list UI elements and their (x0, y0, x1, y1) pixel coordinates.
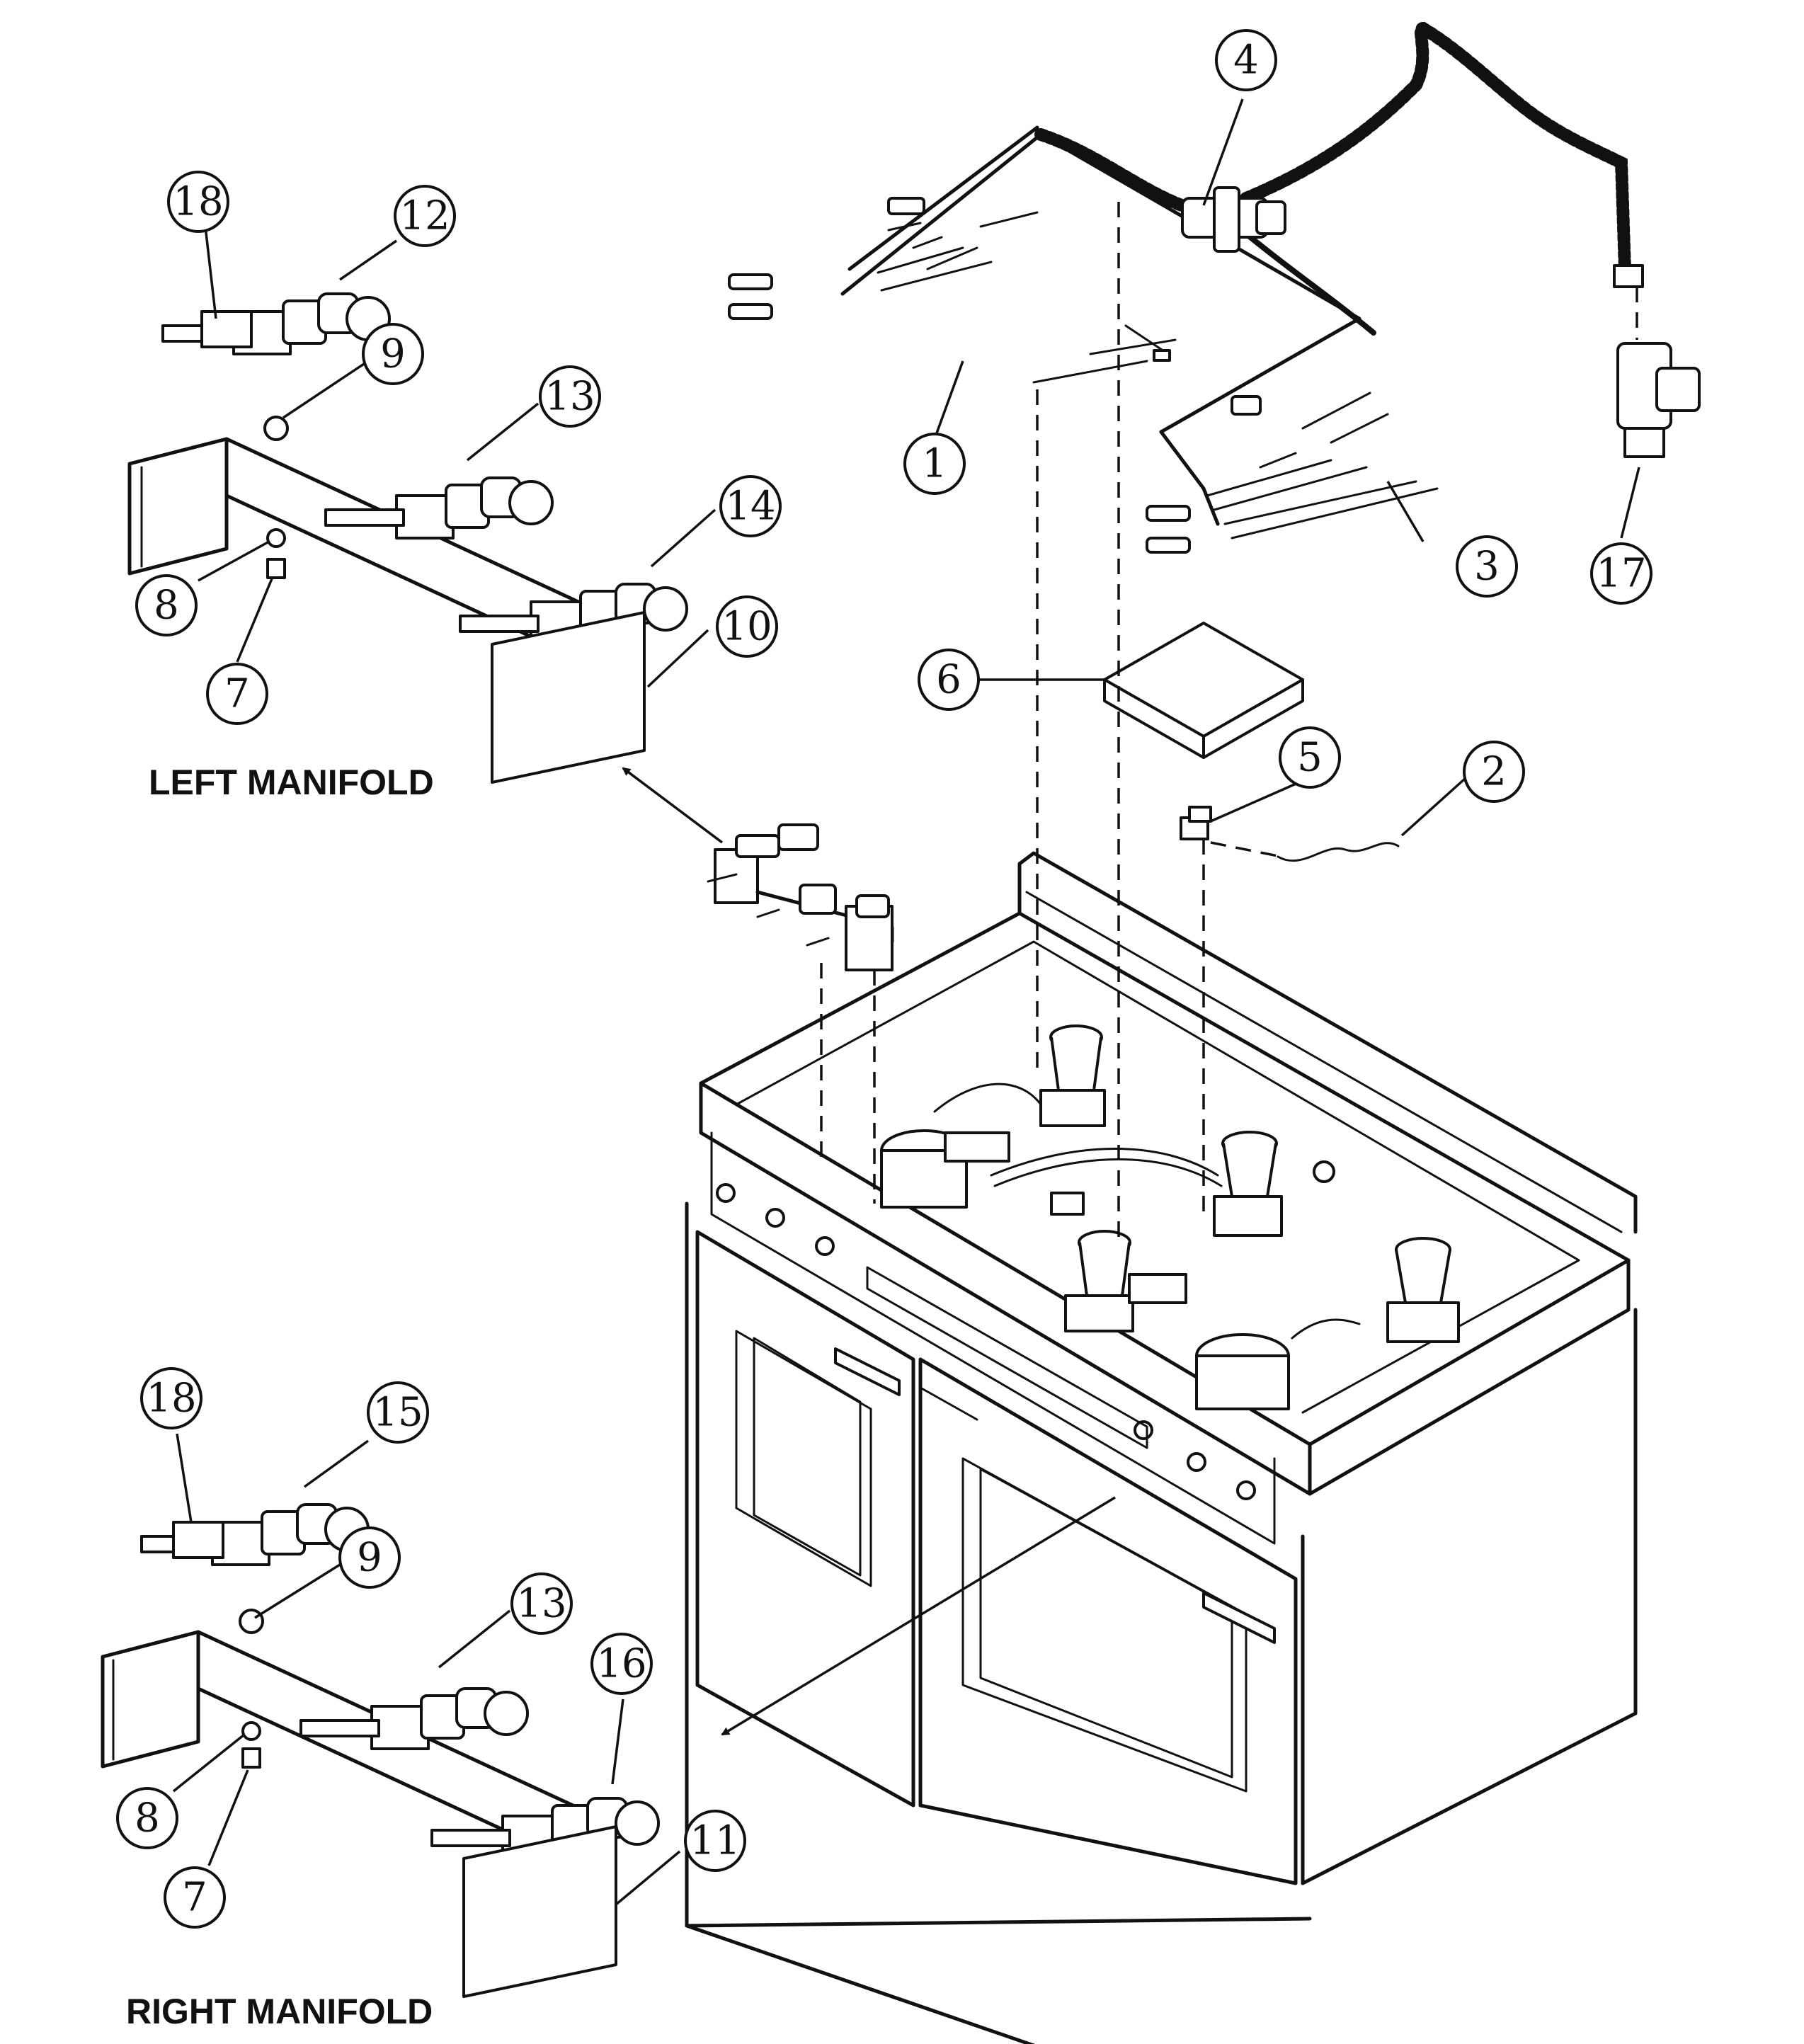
left-callout-14: 14 (719, 475, 782, 537)
right-callout-15: 15 (367, 1381, 429, 1444)
svg-text:7: 7 (182, 1875, 207, 1921)
callout-17: 17 (1590, 542, 1652, 605)
range-body (685, 851, 1638, 2044)
wire-harness (728, 125, 1439, 554)
callout-2: 2 (1463, 741, 1525, 803)
svg-text:10: 10 (721, 604, 772, 650)
left-callout-18: 18 (167, 171, 229, 233)
svg-text:1: 1 (922, 441, 947, 487)
svg-text:18: 18 (173, 179, 223, 225)
left-callout-12: 12 (394, 185, 456, 247)
left-callout-7: 7 (206, 663, 268, 725)
svg-text:13: 13 (516, 1581, 566, 1627)
alignment-lines (820, 202, 1638, 1243)
svg-text:8: 8 (135, 1795, 160, 1842)
insulation-pad (1103, 622, 1304, 759)
left-callout-13: 13 (539, 365, 601, 428)
svg-text:16: 16 (596, 1641, 646, 1687)
left-callout-8: 8 (135, 574, 198, 636)
svg-text:6: 6 (936, 657, 961, 703)
gas-hose (1034, 21, 1701, 458)
svg-text:2: 2 (1481, 749, 1507, 795)
right-manifold-label: RIGHT MANIFOLD (126, 1992, 433, 2031)
switch-and-wire (1180, 806, 1400, 862)
left-manifold-assembly (127, 292, 688, 784)
burners (880, 1024, 1460, 1410)
right-callout-11: 11 (684, 1810, 746, 1872)
control-knobs (716, 1183, 1256, 1500)
svg-text:12: 12 (399, 193, 450, 239)
right-callout-13: 13 (510, 1572, 573, 1635)
right-callout-8: 8 (116, 1787, 178, 1849)
svg-text:4: 4 (1233, 38, 1259, 84)
right-callout-9: 9 (338, 1526, 401, 1589)
svg-text:18: 18 (146, 1376, 196, 1422)
svg-text:11: 11 (690, 1818, 740, 1864)
left-manifold-label: LEFT MANIFOLD (149, 763, 434, 802)
svg-text:15: 15 (372, 1390, 423, 1436)
exploded-arrows (622, 767, 1116, 1736)
left-callout-10: 10 (716, 595, 778, 658)
svg-text:13: 13 (544, 374, 595, 420)
callout-1: 1 (903, 433, 966, 495)
left-callout-9: 9 (362, 323, 424, 385)
right-callout-16: 16 (590, 1633, 653, 1695)
svg-text:14: 14 (725, 484, 775, 530)
center-manifold-small (707, 823, 894, 971)
callout-leaders (172, 98, 1640, 1906)
callout-4: 4 (1215, 29, 1277, 91)
right-callout-18: 18 (140, 1367, 202, 1429)
svg-text:9: 9 (357, 1535, 382, 1581)
svg-text:3: 3 (1474, 544, 1500, 590)
callout-6: 6 (918, 649, 980, 711)
svg-text:5: 5 (1297, 735, 1323, 781)
right-callout-7: 7 (164, 1866, 226, 1929)
svg-text:9: 9 (380, 331, 406, 377)
callout-5: 5 (1279, 726, 1341, 789)
right-manifold-assembly (101, 1503, 660, 1998)
callout-3: 3 (1456, 535, 1518, 598)
svg-text:17: 17 (1596, 551, 1646, 597)
svg-text:7: 7 (224, 671, 250, 717)
svg-text:8: 8 (154, 583, 179, 629)
